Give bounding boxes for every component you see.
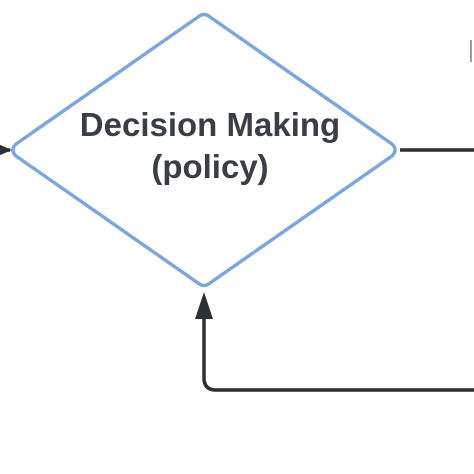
incoming-arrowhead-left	[0, 144, 12, 156]
feedback-connector	[202, 318, 474, 392]
decision-node-label-line2: (policy)	[151, 148, 269, 185]
decision-node-label: Decision Making (policy)	[40, 104, 380, 188]
decision-node-shape[interactable]	[11, 12, 397, 288]
decision-node-label-line1: Decision Making	[79, 106, 341, 143]
feedback-arrowhead	[195, 292, 213, 319]
